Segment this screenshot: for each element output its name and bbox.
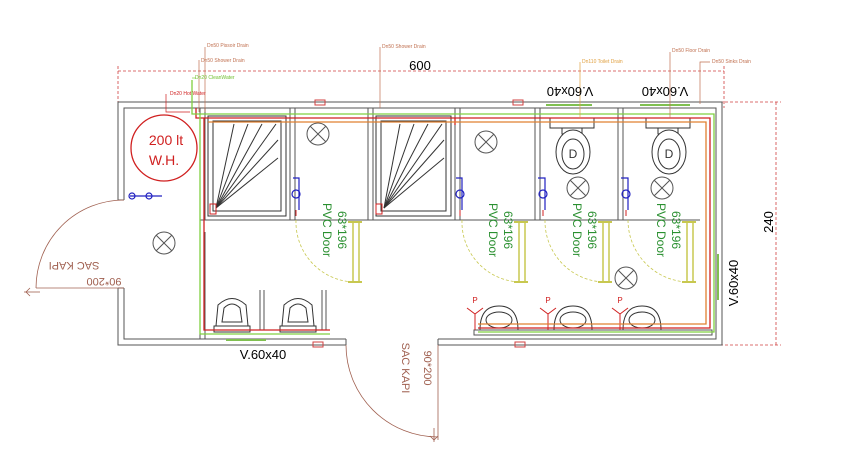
label-hot-water: Dn20 Hot Water: [170, 91, 206, 97]
urinal-2: [279, 298, 317, 333]
pipe-leaders: [165, 47, 710, 118]
label-pissoir-drain: Dn50 Pissoir Drain: [207, 43, 249, 49]
label-shower-drain-2: Dn50 Shower Drain: [382, 44, 426, 50]
ceiling-lamp: [614, 266, 638, 290]
label-floor-drain: Dn50 Floor Drain: [672, 48, 710, 54]
hot-water-pipe: [195, 108, 711, 331]
water-heater-label: W.H.: [149, 152, 179, 168]
pvc-door-size: 63*196: [669, 211, 683, 249]
steel-door-left-type: SAC KAPI: [49, 259, 100, 271]
steel-door-bottom-type: SAC KAPI: [399, 343, 411, 394]
valve-stubs: [209, 203, 627, 216]
window-label-right: V.60x40: [726, 260, 741, 307]
trap-mark-3: P: [617, 296, 622, 305]
ceiling-lamp: [474, 130, 498, 154]
steel-door-left: [24, 199, 125, 297]
toilet-2: D: [645, 117, 691, 175]
toilet-1: D: [549, 117, 595, 175]
pvc-door-size: 63*196: [335, 211, 349, 249]
window-label-bottom: V.60x40: [240, 347, 287, 362]
svg-text:D: D: [569, 147, 578, 161]
trap-mark-1: P: [472, 296, 477, 305]
shower-tray-1: [207, 115, 287, 217]
steel-door-left-size: 90*200: [87, 275, 122, 287]
shower-tray-2: [375, 115, 452, 217]
pvc-door-type: PVC Door: [570, 203, 584, 257]
valves: [128, 177, 631, 210]
pvc-door-type: PVC Door: [486, 203, 500, 257]
trap-mark-2: P: [545, 296, 550, 305]
label-sinks-drain: Dn50 Sinks Drain: [712, 59, 751, 65]
pvc-door-size: 63*196: [501, 211, 515, 249]
sink-1: [479, 305, 519, 331]
window-label-top-left: V.60x40: [547, 84, 594, 99]
clean-water-pipe: [191, 80, 715, 335]
ceiling-lamps: [152, 122, 674, 290]
label-shower-drain-1: Dn50 Shower Drain: [201, 58, 245, 64]
sink-traps: [466, 307, 629, 330]
water-heater: [130, 114, 198, 182]
overall-width-label: 600: [409, 58, 431, 73]
pvc-door-type: PVC Door: [320, 203, 334, 257]
bottom-door-opening: [346, 337, 438, 347]
ceiling-lamp: [566, 176, 590, 200]
ceiling-lamp: [152, 231, 176, 255]
water-heater-capacity: 200 lt: [149, 132, 183, 148]
overall-height-label: 240: [761, 211, 776, 233]
ceiling-lamp: [306, 122, 330, 146]
ceiling-lamp: [650, 176, 674, 200]
urinal-1: [213, 298, 251, 333]
steel-door-bottom: [345, 344, 439, 442]
windows-green: [226, 104, 719, 341]
label-toilet-drain: Dn110 Toilet Drain: [582, 59, 623, 65]
svg-text:D: D: [665, 147, 674, 161]
dimension-lines: [117, 66, 781, 346]
steel-door-bottom-size: 90*200: [421, 351, 433, 386]
left-door-opening: [116, 200, 126, 288]
sink-2: [553, 305, 593, 331]
pvc-door-size: 63*196: [585, 211, 599, 249]
sink-3: [622, 305, 662, 331]
drain-pipe: [208, 121, 707, 325]
pvc-door-type: PVC Door: [654, 203, 668, 257]
label-clean-water: Dn20 CleanWater: [195, 75, 235, 81]
window-label-top-right: V.60x40: [642, 84, 689, 99]
window-marks: [312, 99, 526, 348]
